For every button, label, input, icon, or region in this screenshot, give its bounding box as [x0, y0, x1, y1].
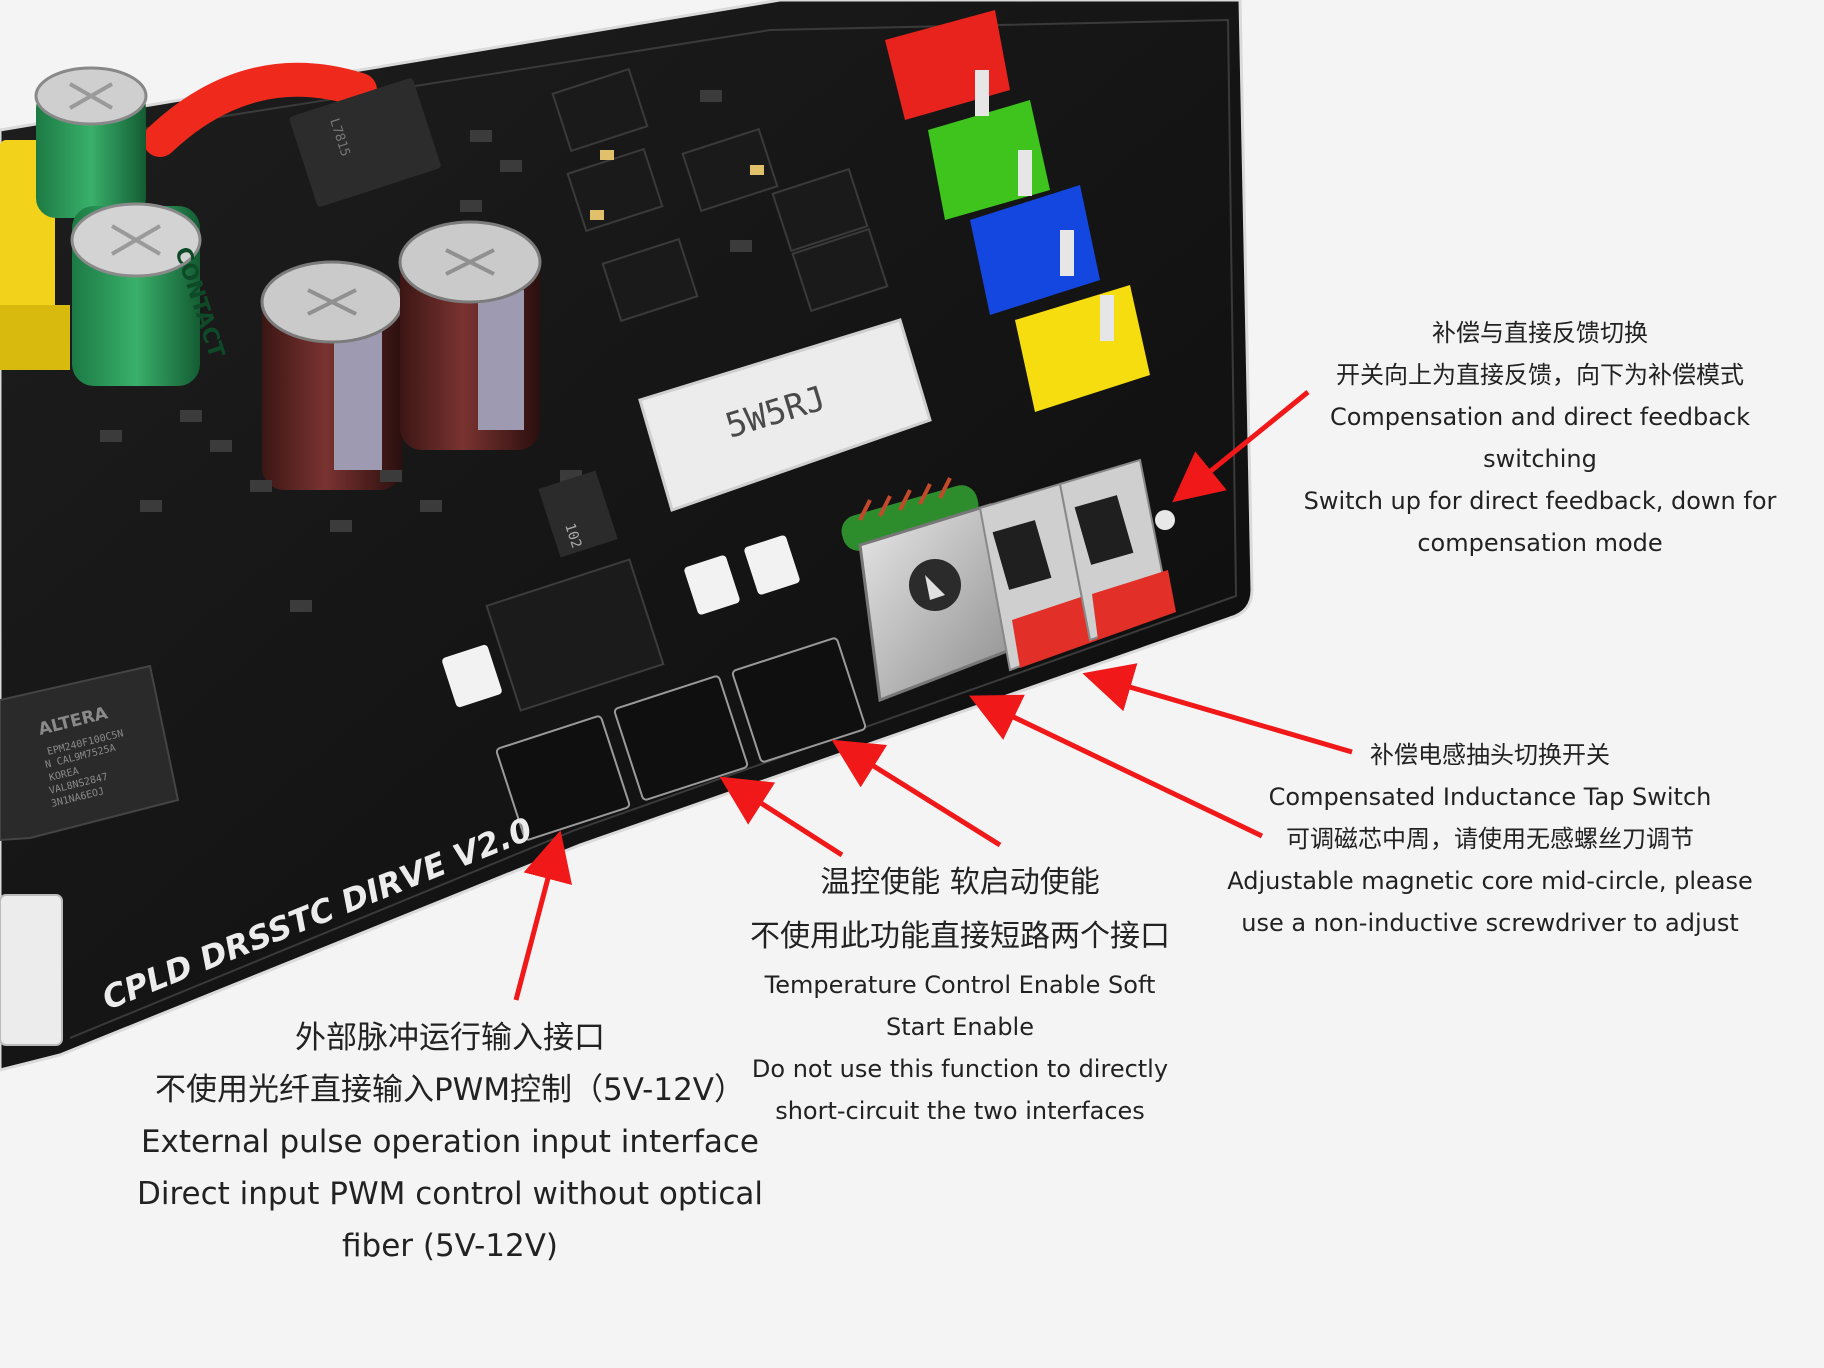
driver-ics: [551, 67, 889, 323]
white-connector: [0, 894, 63, 1046]
power-resistor: 5W5RJ: [638, 318, 932, 512]
colored-headers: [885, 10, 1150, 412]
green-coil: [841, 477, 979, 551]
annotation-line: fiber (5V-12V): [341, 1228, 559, 1264]
annotation-temperature-soft-start: 温控使能 软启动使能 不使用此功能直接短路两个接口 Temperature Co…: [720, 856, 1200, 1132]
black-connectors: [495, 637, 867, 841]
annotation-line: 外部脉冲运行输入接口: [295, 1020, 605, 1056]
annotation-line: compensation mode: [1417, 529, 1663, 557]
arrow-inductor: [968, 694, 1264, 839]
annotation-feedback-switch: 补偿与直接反馈切换 开关向上为直接反馈，向下为补偿模式 Compensation…: [1260, 312, 1820, 564]
annotation-line: use a non-inductive screwdriver to adjus…: [1241, 909, 1739, 937]
annotation-line: External pulse operation input interface: [140, 1124, 760, 1160]
green-capacitor-1: [34, 66, 148, 218]
arrow-external-pulse: [513, 830, 573, 1001]
annotation-line: 开关向上为直接反馈，向下为补偿模式: [1336, 361, 1744, 389]
annotation-line: Compensated Inductance Tap Switch: [1268, 783, 1712, 811]
brown-capacitor-2: [398, 220, 542, 450]
brown-capacitor-1: [260, 260, 404, 490]
voltage-regulator: L7815: [289, 78, 441, 207]
annotation-external-pulse: 外部脉冲运行输入接口 不使用光纤直接输入PWM控制（5V-12V） Extern…: [110, 1012, 790, 1272]
annotation-line: 补偿电感抽头切换开关: [1370, 741, 1610, 769]
annotation-line: 不使用光纤直接输入PWM控制（5V-12V）: [154, 1072, 746, 1108]
optocouplers: [442, 535, 800, 708]
pulse-transformer: [485, 558, 665, 712]
arrow-soft-start-connector: [719, 776, 844, 858]
annotation-line: Switch up for direct feedback, down for: [1303, 487, 1777, 515]
annotation-line: switching: [1483, 445, 1597, 473]
arrow-temp-connector: [831, 739, 1002, 848]
annotation-inductance-tap: 补偿电感抽头切换开关 Compensated Inductance Tap Sw…: [1220, 734, 1760, 944]
arrow-feedback-switch: [1172, 390, 1310, 503]
annotation-line: 不使用此功能直接短路两个接口: [750, 919, 1170, 954]
annotation-line: 温控使能 软启动使能: [820, 865, 1100, 900]
annotation-line: short-circuit the two interfaces: [775, 1097, 1145, 1125]
slide-switches: [978, 458, 1176, 672]
annotation-line: 可调磁芯中周，请使用无感螺丝刀调节: [1286, 825, 1694, 853]
yellow-header: [1015, 285, 1150, 412]
annotation-line: Start Enable: [885, 1013, 1034, 1041]
annotation-line: Adjustable magnetic core mid-circle, ple…: [1227, 867, 1753, 895]
blue-header: [970, 185, 1100, 315]
svg-text:102: 102: [561, 521, 584, 550]
fpga-chip: ALTERA EPM240F100C5N N CAL9M7525A KOREA …: [0, 664, 180, 842]
arrow-tap-switch: [1082, 663, 1353, 755]
annotation-line: 补偿与直接反馈切换: [1432, 319, 1648, 347]
annotation-line: Direct input PWM control without optical: [137, 1176, 763, 1212]
annotation-line: Temperature Control Enable Soft: [764, 971, 1156, 999]
annotation-arrows: [513, 390, 1353, 1001]
chip-102: 102: [538, 470, 618, 558]
annotation-line: Compensation and direct feedback: [1329, 403, 1751, 431]
red-wire: [143, 62, 377, 157]
annotation-line: Do not use this function to directly: [751, 1055, 1169, 1083]
smd-components: [100, 90, 764, 612]
